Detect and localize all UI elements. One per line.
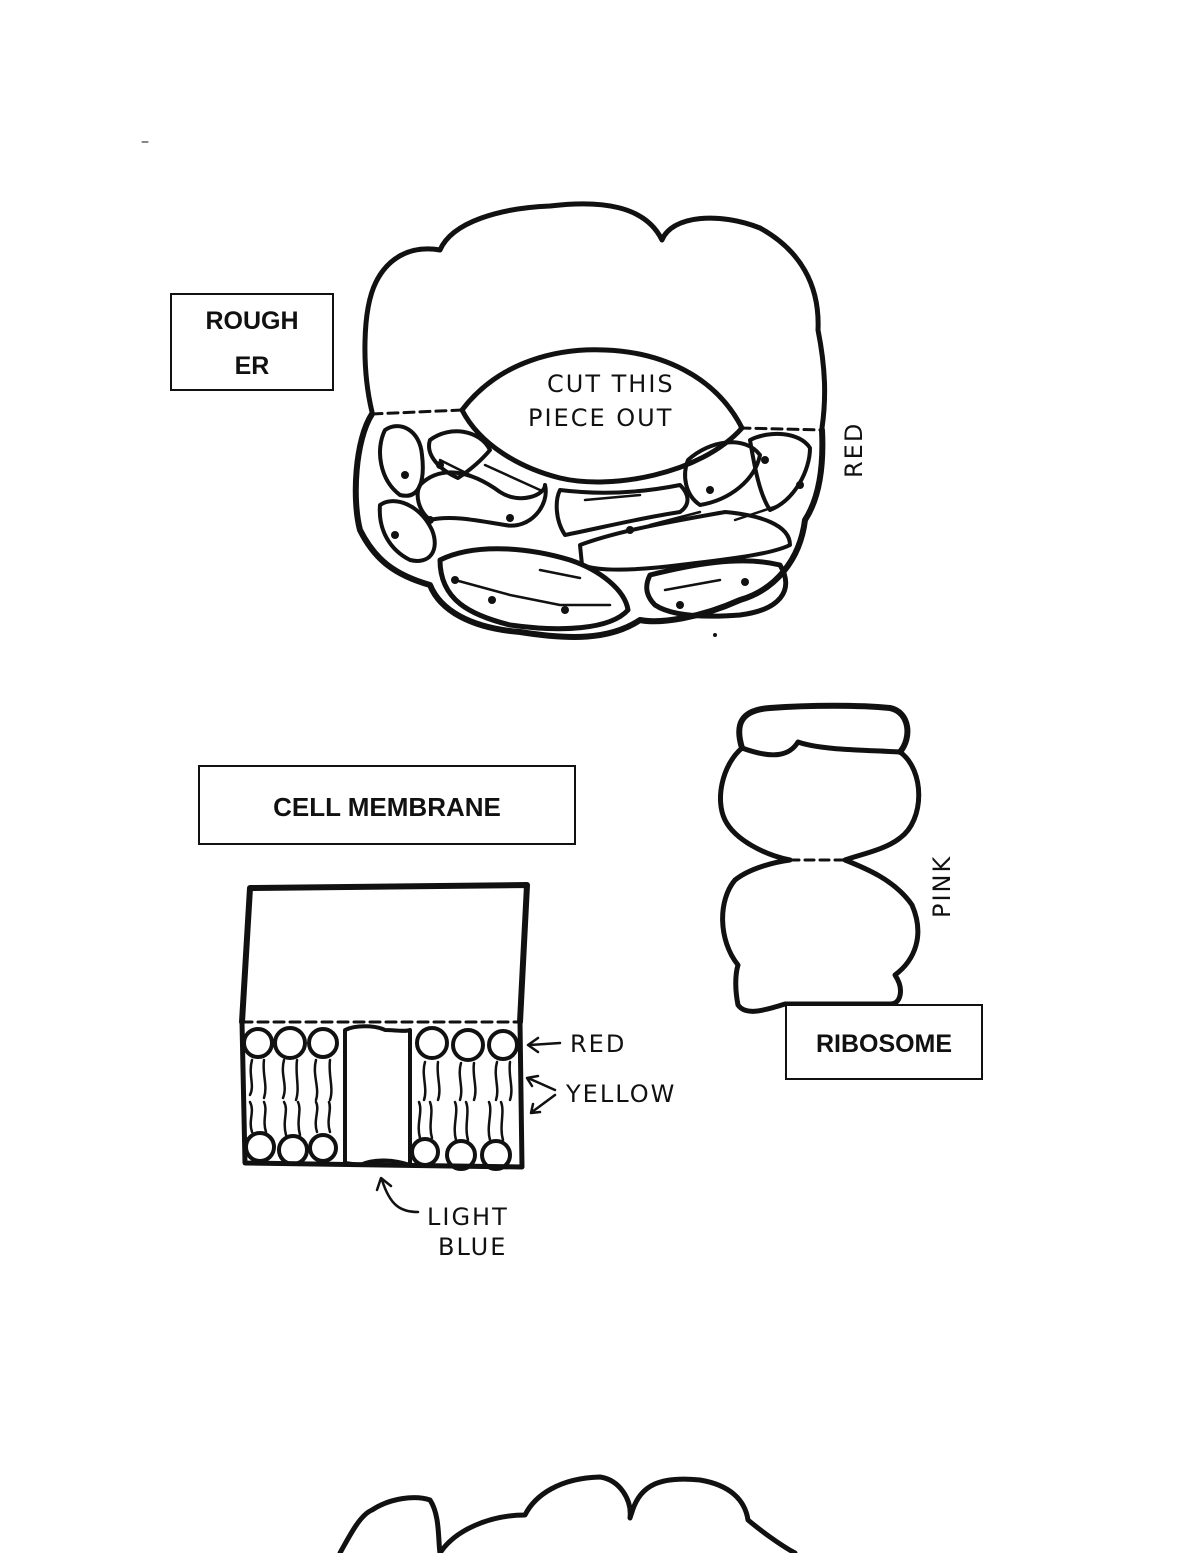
rough-er-cisterna (437, 546, 631, 632)
cut-instruction-line1: CUT THIS (547, 370, 675, 398)
rough-er-lumen (438, 458, 782, 607)
membrane-red-note: RED (570, 1030, 626, 1058)
cut-instruction-line2: PIECE OUT (528, 404, 673, 432)
cell-membrane-drawing (239, 882, 562, 1214)
rough-er-flap (362, 201, 828, 431)
membrane-flap (239, 882, 530, 1025)
phospholipid-heads-bottom (244, 1131, 512, 1171)
rough-er-cut-piece (459, 347, 745, 485)
arrow-yellow (525, 1074, 557, 1115)
rough-er-cisterna (427, 429, 492, 480)
ribosome-top-cap (736, 702, 911, 755)
rough-er-color-note: RED (840, 422, 868, 478)
phospholipid-heads-top (242, 1026, 519, 1062)
rough-er-outline (352, 411, 826, 640)
membrane-protein (343, 1024, 412, 1167)
membrane-light-note: LIGHT (427, 1203, 509, 1231)
cell-membrane-label: CELL MEMBRANE (198, 765, 576, 845)
ribosome-label: RIBOSOME (785, 1004, 983, 1080)
rough-er-cisterna (377, 499, 437, 563)
ribosome-color-note: PINK (928, 855, 956, 918)
rough-er-ribosome-dots (391, 456, 804, 637)
rough-er-cisterna (554, 483, 690, 537)
rough-er-label-line1: ROUGH (205, 307, 299, 335)
arrow-red (526, 1036, 562, 1054)
rough-er-fold-line (370, 408, 824, 432)
rough-er-cisterna (378, 424, 425, 498)
membrane-blue-note: BLUE (438, 1233, 507, 1261)
rough-er-drawing (352, 201, 828, 640)
rough-er-cisterna (644, 558, 789, 619)
rough-er-cisterna (415, 470, 548, 528)
rough-er-cisterna (683, 440, 762, 507)
membrane-outline (239, 1019, 525, 1170)
ribosome-outline (717, 739, 922, 1014)
membrane-yellow-note: YELLOW (565, 1080, 676, 1108)
rough-er-cisterna (748, 431, 812, 512)
partial-organelle-outline (337, 1474, 798, 1553)
ribosome-drawing (717, 702, 922, 1014)
arrow-light-blue (375, 1176, 420, 1214)
phospholipid-tails (248, 1058, 513, 1142)
rough-er-label-line2: ER (234, 352, 270, 380)
rough-er-label: ROUGH ER (170, 293, 334, 391)
rough-er-cisterna (578, 510, 792, 572)
